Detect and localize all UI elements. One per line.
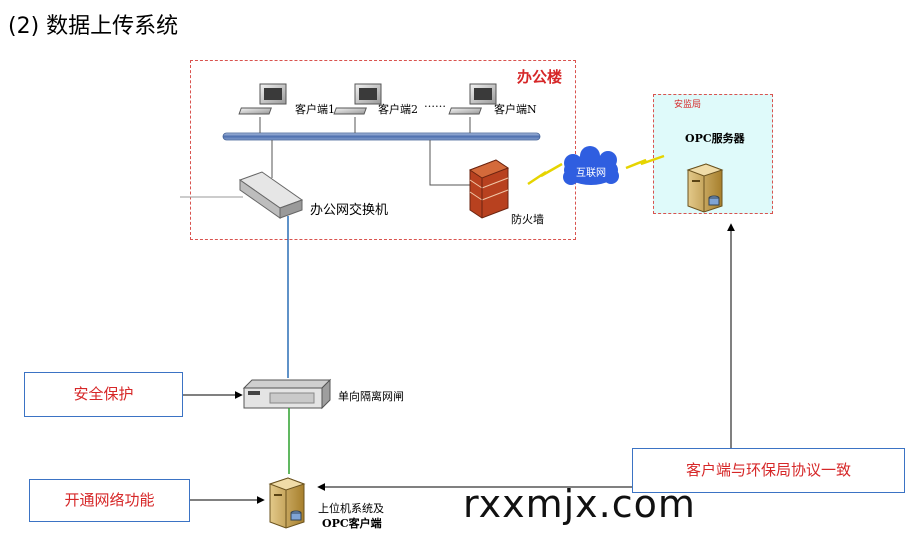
client-n-label: 客户端N bbox=[494, 103, 537, 116]
wan-link-left bbox=[527, 162, 563, 186]
wan-link-right bbox=[625, 154, 665, 170]
client-pc-1 bbox=[238, 83, 287, 115]
office-building-zone bbox=[190, 60, 576, 240]
client-2-label: 客户端2 bbox=[378, 103, 418, 116]
switch-label: 办公网交换机 bbox=[310, 203, 389, 218]
client-1-label: 客户端1 bbox=[295, 103, 335, 116]
internet-cloud bbox=[563, 146, 619, 185]
page-title: (2) 数据上传系统 bbox=[8, 14, 179, 39]
network-bus bbox=[222, 132, 541, 141]
agency-zone-label: 安监局 bbox=[674, 100, 702, 110]
firewall bbox=[468, 159, 510, 219]
office-switch bbox=[238, 171, 304, 219]
host-label-line2: OPC客户端 bbox=[322, 517, 382, 530]
firewall-label: 防火墙 bbox=[511, 213, 544, 226]
host-label-line1: 上位机系统及 bbox=[318, 502, 384, 515]
gateway-device bbox=[242, 378, 332, 410]
opc-server-label: OPC服务器 bbox=[685, 132, 745, 145]
protocol-box: 客户端与环保局协议一致 bbox=[632, 448, 905, 493]
client-pc-2 bbox=[333, 83, 382, 115]
security-box: 安全保护 bbox=[24, 372, 183, 417]
opc-server bbox=[686, 163, 724, 213]
internet-label: 互联网 bbox=[576, 168, 606, 179]
office-zone-label: 办公楼 bbox=[517, 68, 563, 86]
network-function-box: 开通网络功能 bbox=[29, 479, 190, 522]
client-pc-n bbox=[448, 83, 497, 115]
gateway-label: 单向隔离网闸 bbox=[338, 390, 404, 403]
client-ellipsis: …… bbox=[424, 97, 446, 110]
watermark: rxxmjx.com bbox=[463, 482, 696, 526]
host-server bbox=[268, 477, 306, 529]
